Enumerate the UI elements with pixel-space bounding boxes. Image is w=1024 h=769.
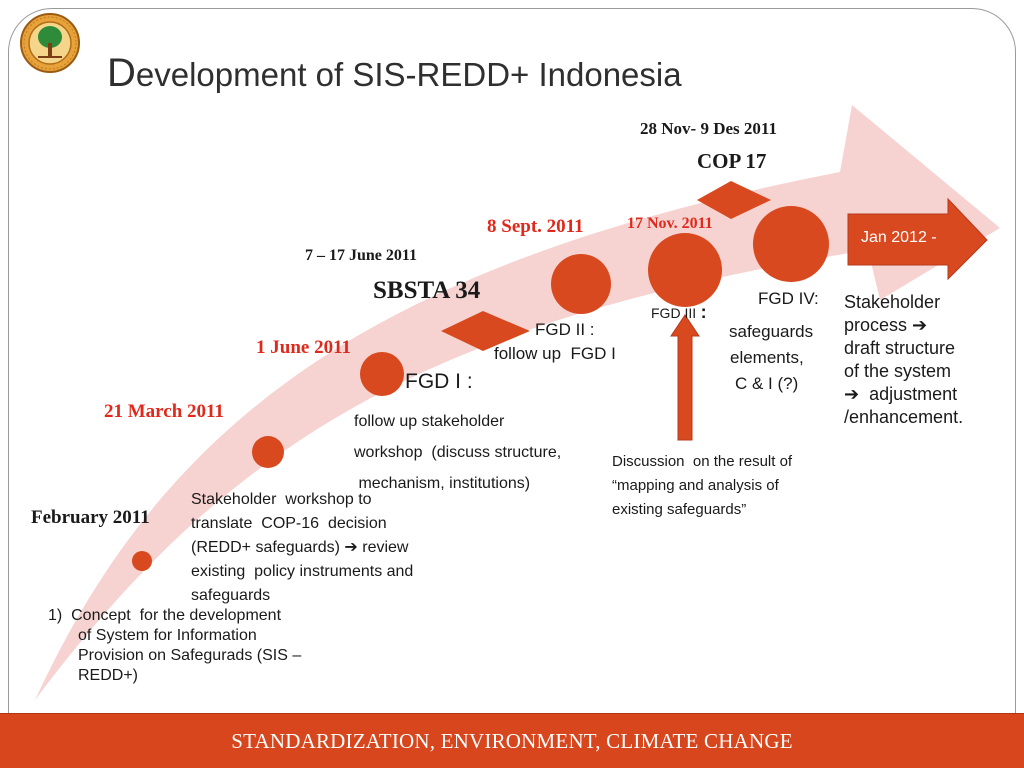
stakeholder-line-2: process ➔ bbox=[844, 315, 928, 335]
fgd1-line-2: workshop (discuss structure, bbox=[354, 444, 562, 461]
workshop-line-5: safeguards bbox=[191, 587, 271, 604]
up-arrow bbox=[670, 314, 700, 441]
discussion-line-2: “mapping and analysis of bbox=[612, 477, 779, 494]
stakeholder-line-5: ➔ adjustment bbox=[844, 384, 958, 404]
concept-line-1: 1) Concept for the development bbox=[48, 607, 282, 624]
fgd3-title: FGD III : bbox=[651, 302, 707, 323]
discussion-note: Discussion on the result of “mapping and… bbox=[612, 450, 792, 522]
page-title: Development of SIS-REDD+ Indonesia bbox=[107, 51, 682, 96]
discussion-line-3: existing safeguards” bbox=[612, 501, 747, 518]
date-june-range: 7 – 17 June 2011 bbox=[305, 247, 418, 264]
fgd1-title: FGD I : bbox=[405, 370, 473, 393]
workshop-note: Stakeholder workshop to translate COP-16… bbox=[191, 488, 413, 608]
logo bbox=[20, 13, 80, 73]
footer-text: STANDARDIZATION, ENVIRONMENT, CLIMATE CH… bbox=[231, 729, 793, 753]
fgd4-line-3: C & I (?) bbox=[735, 374, 799, 393]
title-first-letter: D bbox=[107, 51, 136, 95]
stakeholder-note: Stakeholder process ➔ draft structure of… bbox=[844, 291, 963, 429]
cop-diamond bbox=[697, 181, 771, 219]
stakeholder-line-4: of the system bbox=[844, 361, 952, 381]
fgd3-colon: : bbox=[700, 302, 707, 322]
fgd4-line-1: safeguards bbox=[729, 322, 814, 341]
stakeholder-line-1: Stakeholder bbox=[844, 292, 941, 312]
fgd4-note: safeguards elements, C & I (?) bbox=[729, 319, 813, 397]
milestone-circle-june bbox=[360, 352, 404, 396]
concept-note: 1) Concept for the development of System… bbox=[48, 606, 301, 686]
workshop-line-3: (REDD+ safeguards) ➔ review bbox=[191, 539, 409, 556]
fgd2-title: FGD II : bbox=[535, 320, 595, 339]
workshop-line-4: existing policy instruments and bbox=[191, 563, 414, 580]
milestone-circle-sept bbox=[551, 254, 611, 314]
date-february: February 2011 bbox=[31, 507, 150, 528]
concept-line-2: of System for Information bbox=[78, 627, 257, 644]
concept-line-4: REDD+) bbox=[78, 667, 139, 684]
stakeholder-line-3: draft structure bbox=[844, 338, 956, 358]
fgd3-title-text: FGD III bbox=[651, 305, 697, 321]
fgd1-line-1: follow up stakeholder bbox=[354, 413, 505, 430]
date-8-sept: 8 Sept. 2011 bbox=[487, 216, 584, 237]
stakeholder-line-6: /enhancement. bbox=[844, 407, 964, 427]
discussion-line-1: Discussion on the result of bbox=[612, 453, 793, 470]
title-rest: evelopment of SIS-REDD+ Indonesia bbox=[135, 56, 682, 93]
date-17-nov: 17 Nov. 2011 bbox=[627, 215, 713, 232]
footer-bar: STANDARDIZATION, ENVIRONMENT, CLIMATE CH… bbox=[0, 713, 1024, 768]
fgd4-line-2: elements, bbox=[730, 348, 804, 367]
workshop-line-2: translate COP-16 decision bbox=[191, 515, 387, 532]
fgd1-note: follow up stakeholder workshop (discuss … bbox=[354, 406, 561, 499]
fgd2-note: follow up FGD I bbox=[494, 344, 616, 363]
milestone-circle-feb bbox=[132, 551, 152, 571]
cop-label: COP 17 bbox=[697, 149, 767, 173]
cop-dates: 28 Nov- 9 Des 2011 bbox=[640, 119, 777, 138]
date-21-march: 21 March 2011 bbox=[104, 401, 224, 422]
sbsta-label: SBSTA 34 bbox=[373, 277, 481, 304]
concept-line-3: Provision on Safegurads (SIS – bbox=[78, 647, 302, 664]
date-1-june: 1 June 2011 bbox=[256, 337, 352, 358]
jan-2012-label: Jan 2012 - bbox=[861, 229, 937, 246]
milestone-circle-nov bbox=[648, 233, 722, 307]
milestone-circle-fgd4 bbox=[753, 206, 829, 282]
workshop-line-1: Stakeholder workshop to bbox=[191, 491, 372, 508]
sbsta-diamond bbox=[441, 311, 530, 351]
fgd1-line-3: mechanism, institutions) bbox=[354, 475, 531, 492]
fgd4-title: FGD IV: bbox=[758, 289, 819, 308]
milestone-circle-march bbox=[252, 436, 284, 468]
jan-arrow-shape bbox=[847, 197, 988, 281]
tree-emblem-icon bbox=[20, 13, 80, 73]
